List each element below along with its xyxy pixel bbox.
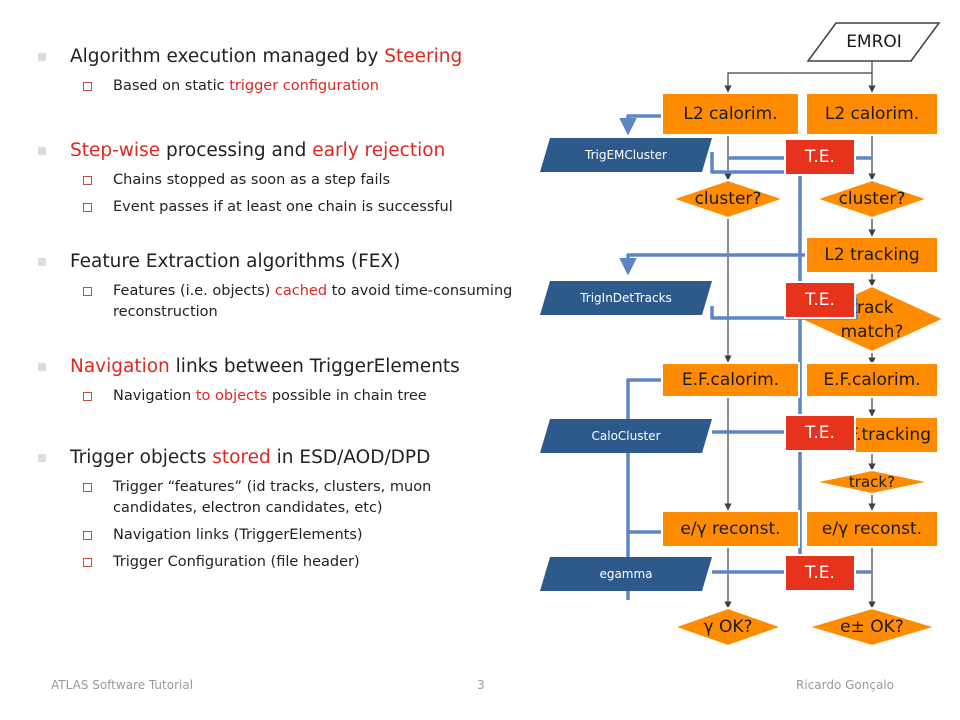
bullet-sub: Features (i.e. objects) cached to avoid … <box>70 281 513 323</box>
bullet-group: Step-wise processing and early rejection… <box>38 138 538 218</box>
bullet-sub: Navigation to objects possible in chain … <box>70 386 538 407</box>
bullet-group: Trigger objects stored in ESD/AOD/DPD Tr… <box>38 445 538 573</box>
egamma-object: egamma <box>540 557 712 591</box>
track-decision <box>813 468 931 496</box>
left-egamma-reconstruction-step: e/γ reconst. <box>661 510 800 548</box>
trigger-element-3: T.E. <box>784 414 856 452</box>
trigger-element-4: T.E. <box>784 554 856 592</box>
calo-cluster-object: CaloCluster <box>540 419 712 453</box>
right-l2-calorimeter-step: L2 calorim. <box>805 92 939 136</box>
trig-em-cluster-object: TrigEMCluster <box>540 138 712 172</box>
emroi-shape <box>806 22 941 62</box>
right-egamma-reconstruction-step: e/γ reconst. <box>805 510 939 548</box>
bullet-sub: Trigger “features” (id tracks, clusters,… <box>70 477 513 519</box>
track-match-label: track match? <box>840 298 904 342</box>
footer-author: Ricardo Gonçalo <box>796 678 894 692</box>
left-l2-calorimeter-step: L2 calorim. <box>661 92 800 136</box>
bullet-group: Algorithm execution managed by Steering … <box>38 44 538 97</box>
bullet-sub: Navigation links (TriggerElements) <box>70 525 538 546</box>
emroi-node: EMROI <box>846 32 902 52</box>
right-ef-calorimeter-step: E.F.calorim. <box>805 362 939 398</box>
trig-in-det-tracks-object: TrigInDetTracks <box>540 281 712 315</box>
right-cluster-label: cluster? <box>838 189 906 209</box>
navigation-links <box>619 114 872 600</box>
bullet-sub: Event passes if at least one chain is su… <box>70 197 538 218</box>
electron-ok-label: e± OK? <box>840 617 904 637</box>
l2-tracking-step: L2 tracking <box>805 236 939 274</box>
page-number: 3 <box>477 678 485 692</box>
photon-ok-decision <box>670 606 786 648</box>
bullet-main: Trigger objects stored in ESD/AOD/DPD <box>38 445 538 471</box>
right-cluster-decision <box>812 178 932 220</box>
flow-connectors <box>724 60 876 609</box>
left-cluster-decision <box>668 178 788 220</box>
bullet-sub: Based on static trigger configuration <box>70 76 538 97</box>
track-label: track? <box>848 473 896 491</box>
trigger-element-2: T.E. <box>784 281 856 319</box>
bullet-main: Algorithm execution managed by Steering <box>38 44 538 70</box>
left-cluster-label: cluster? <box>694 189 762 209</box>
bullet-main: Feature Extraction algorithms (FEX) <box>38 249 538 275</box>
trigger-element-1: T.E. <box>784 138 856 176</box>
electron-ok-decision <box>804 606 940 648</box>
bullet-main: Navigation links between TriggerElements <box>38 354 538 380</box>
bullet-sub: Trigger Configuration (file header) <box>70 552 538 573</box>
bullet-list: Algorithm execution managed by Steering … <box>38 44 538 573</box>
bullet-group: Feature Extraction algorithms (FEX) Feat… <box>38 249 538 323</box>
bullet-main: Step-wise processing and early rejection <box>38 138 538 164</box>
left-ef-calorimeter-step: E.F.calorim. <box>661 362 800 398</box>
bullet-sub: Chains stopped as soon as a step fails <box>70 170 538 191</box>
photon-ok-label: γ OK? <box>703 617 753 637</box>
bullet-group: Navigation links between TriggerElements… <box>38 354 538 407</box>
footer-title: ATLAS Software Tutorial <box>51 678 194 692</box>
